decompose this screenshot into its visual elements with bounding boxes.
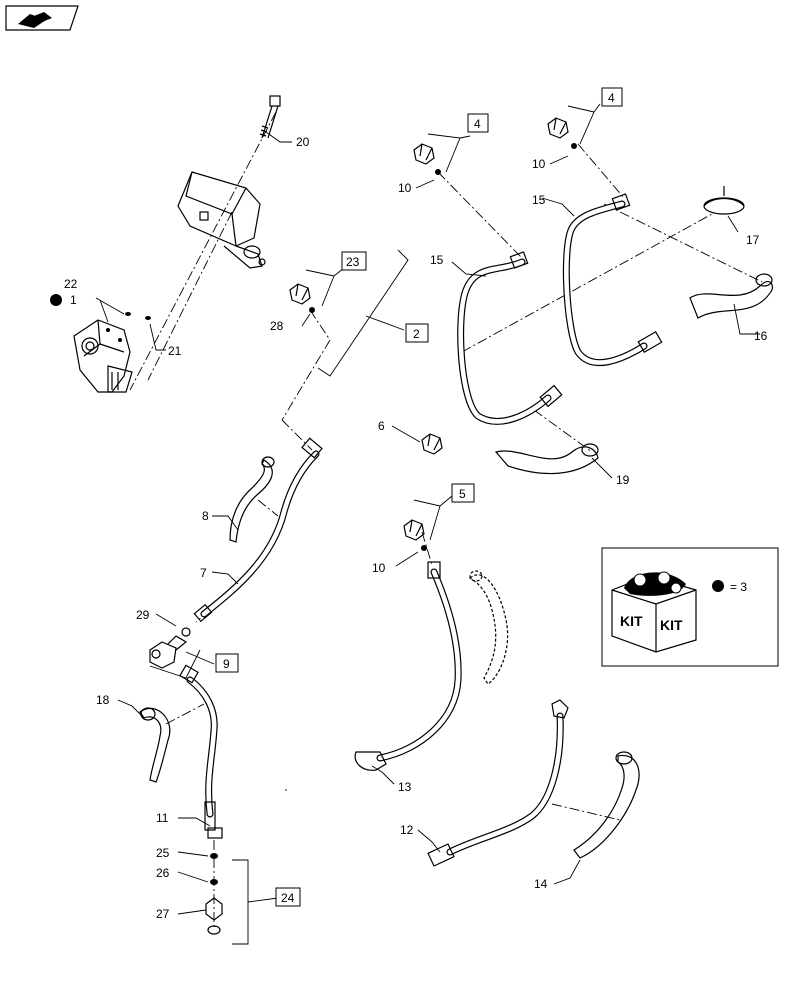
callout-21: 21: [168, 344, 182, 358]
callout-25: 25: [156, 846, 170, 860]
bracket-4-left: [427, 133, 471, 173]
bracket-4-right: [567, 103, 601, 145]
fitting-27: [205, 897, 223, 935]
callout-11: 11: [156, 811, 169, 825]
bracket-2: [317, 249, 409, 377]
oring-26: [210, 879, 218, 885]
hose-15-left: [457, 251, 563, 425]
callout-2: 2: [413, 327, 420, 341]
fitting-6: [421, 433, 443, 455]
callout-19: 19: [616, 473, 630, 487]
callout-4-a: 4: [474, 117, 481, 131]
boxed-callout-4-left[interactable]: 4: [467, 113, 489, 133]
boxed-callout-24[interactable]: 24: [275, 887, 301, 907]
washer-21: [145, 316, 151, 320]
callout-6: 6: [378, 419, 385, 433]
centerlines: [129, 111, 763, 928]
kit-label-left: KIT: [620, 613, 643, 629]
kit-legend: KIT KIT = 3: [601, 547, 779, 667]
callout-7: 7: [200, 566, 207, 580]
callout-10-b: 10: [532, 157, 546, 171]
boxed-callout-2[interactable]: 2: [405, 323, 429, 343]
leaders: [95, 131, 760, 915]
boxed-callout-4-right[interactable]: 4: [601, 87, 623, 107]
callout-18: 18: [96, 693, 110, 707]
bolt-20: [259, 95, 281, 139]
callout-9: 9: [223, 657, 230, 671]
oring-25: [210, 853, 218, 859]
callout-labels: 20 22 1 21 10 10 10 15 15 17 16 19 6 28 …: [50, 135, 768, 921]
callout-16: 16: [754, 329, 768, 343]
sleeve-dashed: [469, 570, 509, 685]
sleeve-19: [494, 443, 599, 475]
callout-15-b: 15: [532, 193, 546, 207]
sleeve-14: [573, 751, 640, 859]
kit-legend-text: = 3: [730, 580, 747, 594]
callout-23: 23: [346, 255, 360, 269]
fitting-23: [289, 283, 315, 313]
callout-20: 20: [296, 135, 310, 149]
hose-12: [427, 699, 569, 867]
bracket-5: [413, 495, 453, 541]
bracket-24: [232, 859, 279, 945]
sleeve-18: [139, 707, 171, 783]
fitting-top-center: [413, 143, 441, 175]
tee-9: [149, 635, 188, 669]
hose-7: [193, 437, 323, 623]
hose-15-right: [562, 193, 663, 367]
ring-29: [181, 627, 191, 637]
fitting-5: [403, 519, 427, 551]
callout-14: 14: [534, 877, 548, 891]
orbital-unit-1: [73, 319, 133, 393]
kit-label-right: KIT: [660, 617, 683, 633]
nav-tab[interactable]: [5, 5, 79, 31]
callout-5: 5: [459, 487, 466, 501]
callout-26: 26: [156, 866, 170, 880]
callout-10-c: 10: [372, 561, 386, 575]
washer-22: [125, 312, 131, 316]
callout-15-a: 15: [430, 253, 444, 267]
callout-1: 1: [70, 293, 77, 307]
book-arrow-icon: [18, 12, 52, 28]
bracket-23: [305, 267, 345, 307]
kit-marker-dot-1: [50, 294, 62, 306]
bracket-9: [149, 649, 215, 679]
fitting-top-right: [547, 117, 577, 149]
kit-legend-dot: [712, 580, 724, 592]
callout-12: 12: [400, 823, 414, 837]
kit-box-icon: KIT KIT: [611, 571, 697, 653]
boxed-callout-5[interactable]: 5: [451, 483, 475, 503]
sleeve-16: [689, 273, 773, 319]
callout-13: 13: [398, 780, 412, 794]
boxed-callout-23[interactable]: 23: [341, 251, 367, 271]
callout-4-b: 4: [608, 91, 615, 105]
callout-29: 29: [136, 608, 150, 622]
sleeve-8: [229, 456, 275, 543]
callout-8: 8: [202, 509, 209, 523]
callout-10-a: 10: [398, 181, 412, 195]
valve-body: [177, 171, 266, 269]
cap-17: [703, 186, 745, 215]
callout-28: 28: [270, 319, 284, 333]
boxed-callout-9[interactable]: 9: [215, 653, 239, 673]
callout-27: 27: [156, 907, 170, 921]
callout-17: 17: [746, 233, 760, 247]
hose-13: [354, 561, 462, 771]
callout-22: 22: [64, 277, 78, 291]
callout-24: 24: [281, 891, 295, 905]
hose-11: [179, 664, 223, 839]
